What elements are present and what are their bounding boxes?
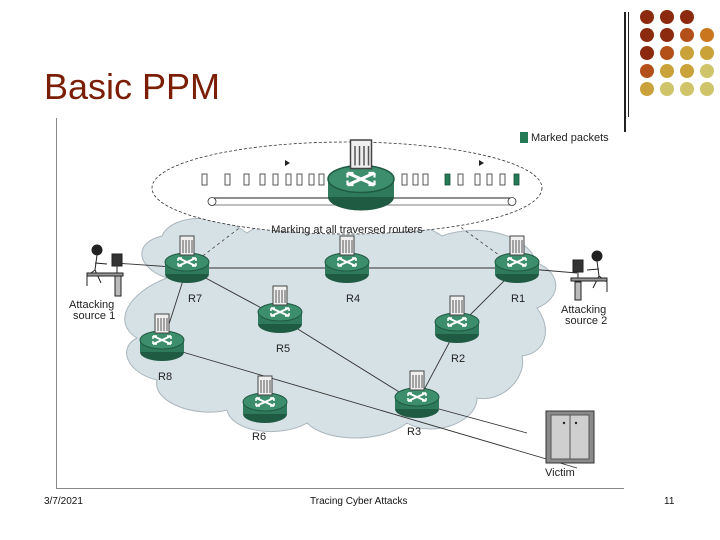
router-label-r2: R2	[451, 353, 465, 365]
footer-date: 3/7/2021	[44, 496, 83, 507]
marked-packet	[444, 173, 451, 186]
marked-packet	[513, 173, 520, 186]
packet	[401, 173, 408, 186]
legend-swatch	[520, 132, 528, 143]
router-label-r7: R7	[188, 293, 202, 305]
decor-line-1	[624, 12, 626, 132]
packet	[457, 173, 464, 186]
legend-label: Marked packets	[531, 132, 609, 144]
attacker-1-icon	[86, 244, 124, 297]
callout-label: Marking at all traversed routers	[271, 224, 423, 236]
packet	[243, 173, 250, 186]
packet	[486, 173, 493, 186]
decor-dots	[640, 10, 716, 110]
router-label-r5: R5	[276, 343, 290, 355]
packet	[272, 173, 279, 186]
attacker-2-label: source 2	[565, 315, 607, 327]
victim-server-icon	[545, 410, 595, 464]
packet	[308, 173, 315, 186]
router-label-r1: R1	[511, 293, 525, 305]
attacker-1-label: source 1	[73, 310, 115, 322]
decor-line-2	[628, 12, 629, 117]
ppm-diagram: Marking at all traversed routers Marked …	[56, 118, 624, 489]
packet	[296, 173, 303, 186]
direction-arrow-icon	[285, 160, 290, 166]
router-label-r6: R6	[252, 431, 266, 443]
footer-title: Tracing Cyber Attacks	[310, 496, 408, 507]
packet	[412, 173, 419, 186]
slide-title: Basic PPM	[44, 66, 221, 107]
attacker-2-icon	[570, 250, 608, 301]
direction-arrow-icon	[479, 160, 484, 166]
packet	[201, 173, 208, 186]
router-label-r8: R8	[158, 371, 172, 383]
packet	[259, 173, 266, 186]
packet	[422, 173, 429, 186]
attacker-1-label: Attacking	[69, 299, 114, 311]
attacker-2-label: Attacking	[561, 304, 606, 316]
packet	[224, 173, 231, 186]
packet	[474, 173, 481, 186]
victim-label: Victim	[545, 467, 575, 479]
packet	[499, 173, 506, 186]
packet	[285, 173, 292, 186]
router-label-r3: R3	[407, 426, 421, 438]
packet	[318, 173, 325, 186]
page-number: 11	[664, 496, 675, 507]
router-label-r4: R4	[346, 293, 360, 305]
